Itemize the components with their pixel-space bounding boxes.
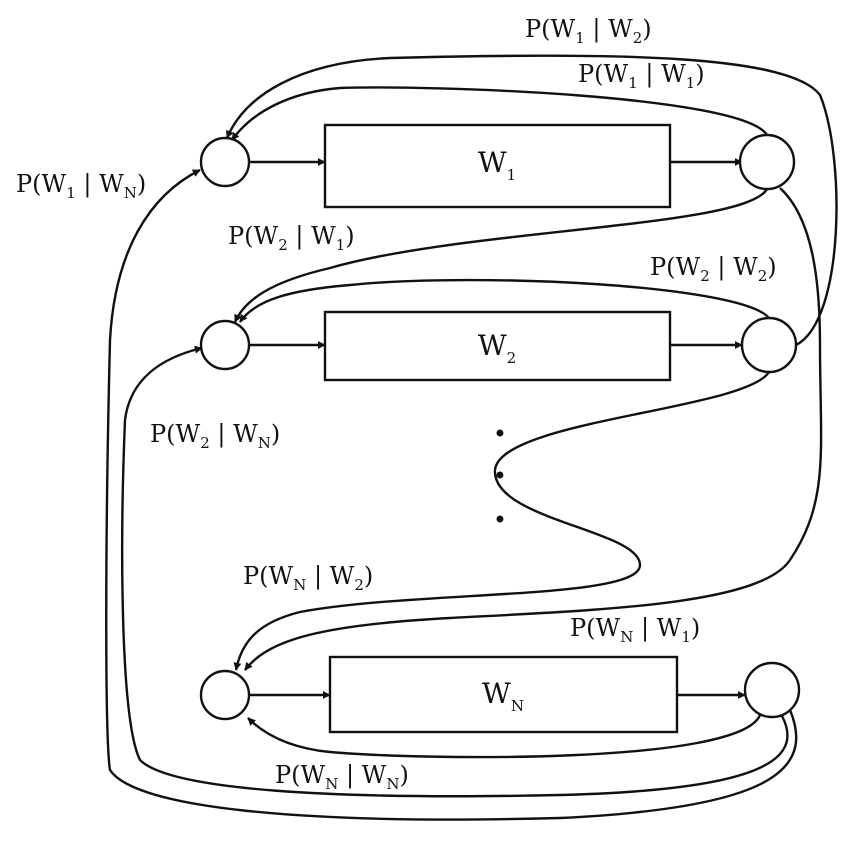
label-p-w2-given-w2: P(W2 | W2) xyxy=(650,253,777,285)
label-p-w1-given-w2: P(W1 | W2) xyxy=(525,15,652,47)
entry-node-wn xyxy=(199,669,251,721)
label-p-wn-given-w1: P(WN | W1) xyxy=(570,614,700,646)
transition-wn-to-w2 xyxy=(121,345,789,798)
ellipsis-dot: • xyxy=(493,506,507,534)
entry-node-w1 xyxy=(199,136,251,188)
transition-w1-to-wn xyxy=(244,187,823,671)
word-label-w2: W2 xyxy=(478,329,516,367)
word-label-w1: W1 xyxy=(478,146,516,184)
word-box-w1 xyxy=(323,123,672,209)
transition-w2-to-w1 xyxy=(225,54,838,347)
label-p-w2-given-wn: P(W2 | WN) xyxy=(150,420,280,452)
exit-node-wn xyxy=(743,661,801,719)
transition-w1-to-w1 xyxy=(231,86,769,141)
word-box-w2 xyxy=(323,310,672,382)
transition-wn-to-wn xyxy=(247,714,762,759)
entry-node-w2 xyxy=(199,319,251,371)
word-label-wn: WN xyxy=(482,677,524,715)
label-p-w1-given-w1: P(W1 | W1) xyxy=(578,60,705,92)
label-p-wn-given-w2: P(WN | W2) xyxy=(243,562,373,594)
label-p-w2-given-w1: P(W2 | W1) xyxy=(228,222,355,254)
ellipsis-dot: • xyxy=(493,420,507,448)
transition-wn-to-w1 xyxy=(105,168,798,821)
ellipsis-dot: • xyxy=(493,462,507,490)
exit-node-w1 xyxy=(738,133,796,191)
exit-node-w2 xyxy=(740,316,798,374)
transition-w2-to-w2 xyxy=(239,278,770,323)
transition-w1-to-w2 xyxy=(233,188,769,323)
transition-w2-to-wn xyxy=(233,371,771,671)
word-box-wn xyxy=(328,655,679,734)
label-p-w1-given-wn: P(W1 | WN) xyxy=(16,170,146,202)
label-p-wn-given-wn: P(WN | WN) xyxy=(275,761,409,793)
